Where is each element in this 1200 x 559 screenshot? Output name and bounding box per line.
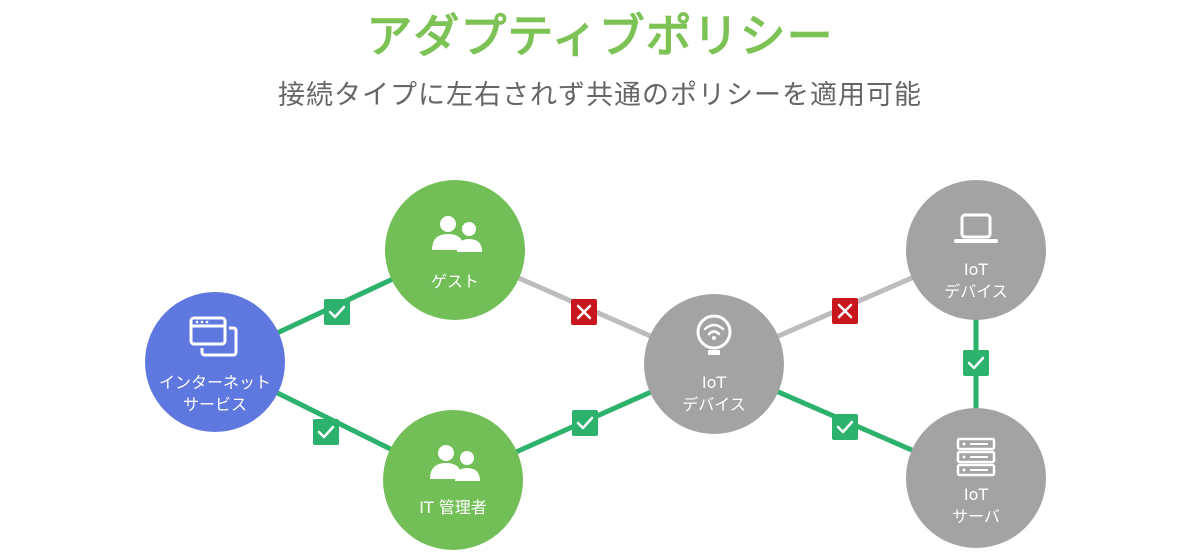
check-icon <box>317 425 335 439</box>
check-icon <box>836 420 854 434</box>
allowed-check-badge <box>832 414 858 440</box>
it-admin-label: IT 管理者 <box>419 498 487 517</box>
node-guest: ゲスト <box>385 180 525 320</box>
node-iot-server: IoT サーバ <box>906 408 1046 548</box>
node-it-admin: IT 管理者 <box>383 410 523 550</box>
node-iot-device-top: IoT デバイス <box>906 180 1046 320</box>
denied-cross-badge <box>571 299 597 325</box>
iot-server-label-line2: サーバ <box>952 507 1000 526</box>
denied-cross-badge <box>832 298 858 324</box>
iot-center-label-line1: IoT <box>702 373 727 392</box>
internet-label-line2: サービス <box>183 395 247 414</box>
laptop-icon <box>954 213 998 243</box>
allowed-check-badge <box>324 299 350 325</box>
wifi-bulb-icon <box>696 314 732 355</box>
node-iot-device-center: IoT デバイス <box>644 294 784 434</box>
allowed-check-badge <box>313 419 339 445</box>
guest-label: ゲスト <box>431 272 479 291</box>
cross-icon <box>576 304 592 320</box>
users-icon <box>430 445 480 481</box>
iot-center-label-line2: デバイス <box>682 395 746 414</box>
iot-server-label-line1: IoT <box>964 485 989 504</box>
iot-device-top-label-line1: IoT <box>964 260 989 279</box>
allowed-check-badge <box>963 350 989 376</box>
cross-icon <box>837 303 853 319</box>
node-internet-service: インターネット サービス <box>145 292 285 432</box>
allowed-check-badge <box>572 410 598 436</box>
browser-windows-icon <box>189 316 238 357</box>
iot-device-top-label-line2: デバイス <box>944 282 1008 301</box>
page-subtitle: 接続タイプに左右されず共通のポリシーを適用可能 <box>278 80 922 111</box>
check-icon <box>967 356 985 370</box>
internet-label-line1: インターネット <box>159 373 271 392</box>
users-icon <box>432 216 482 252</box>
check-icon <box>328 305 346 319</box>
server-icon <box>956 437 996 477</box>
page-title: アダプティブポリシー <box>366 9 834 63</box>
check-icon <box>576 416 594 430</box>
